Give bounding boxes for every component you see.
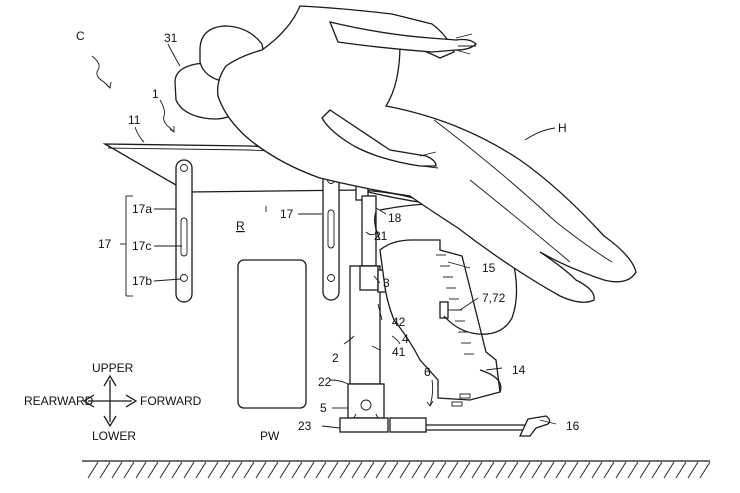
label-3: 3 (383, 276, 390, 290)
label-forward: FORWARD (140, 394, 202, 408)
label-23: 23 (298, 419, 312, 433)
label-17-mid: 17 (280, 207, 294, 221)
label-18: 18 (388, 211, 402, 225)
label-2: 2 (332, 351, 339, 365)
link-17-mid (322, 171, 340, 301)
label-6: 6 (424, 365, 431, 379)
label-31: 31 (164, 31, 178, 45)
human-figure (174, 5, 637, 303)
label-PW: PW (260, 429, 280, 443)
label-17: 17 (98, 237, 112, 251)
label-4: 4 (402, 332, 409, 346)
label-42: 42 (392, 315, 406, 329)
label-22: 22 (318, 375, 332, 389)
label-5: 5 (320, 401, 327, 415)
pw-box (237, 259, 307, 409)
floor (82, 460, 711, 479)
label-16: 16 (566, 419, 580, 433)
label-bracket-17 (120, 195, 182, 297)
link-17-rear (175, 159, 193, 303)
front-mechanism (374, 209, 551, 437)
leader-lines (134, 43, 557, 429)
label-41: 41 (392, 345, 406, 359)
label-C: C (76, 29, 85, 43)
arrow-C (91, 55, 111, 89)
label-21: 21 (374, 229, 388, 243)
labels: C 31 1 11 H 17a 17 17c 17b 17 R 18 21 15… (24, 29, 580, 443)
label-17b: 17b (132, 274, 152, 288)
label-11: 11 (128, 113, 141, 127)
direction-compass (82, 374, 138, 428)
label-upper: UPPER (92, 361, 134, 375)
label-R: R (236, 219, 245, 233)
label-rearward: REARWARD (24, 394, 94, 408)
label-17a: 17a (132, 202, 152, 216)
label-14: 14 (512, 363, 526, 377)
label-H: H (558, 121, 567, 135)
arrow-1 (159, 99, 175, 133)
label-7-72: 7,72 (482, 291, 506, 305)
column-assembly (339, 169, 530, 433)
label-1: 1 (152, 87, 159, 101)
label-17c: 17c (132, 239, 151, 253)
label-lower: LOWER (92, 429, 136, 443)
label-15: 15 (482, 261, 496, 275)
